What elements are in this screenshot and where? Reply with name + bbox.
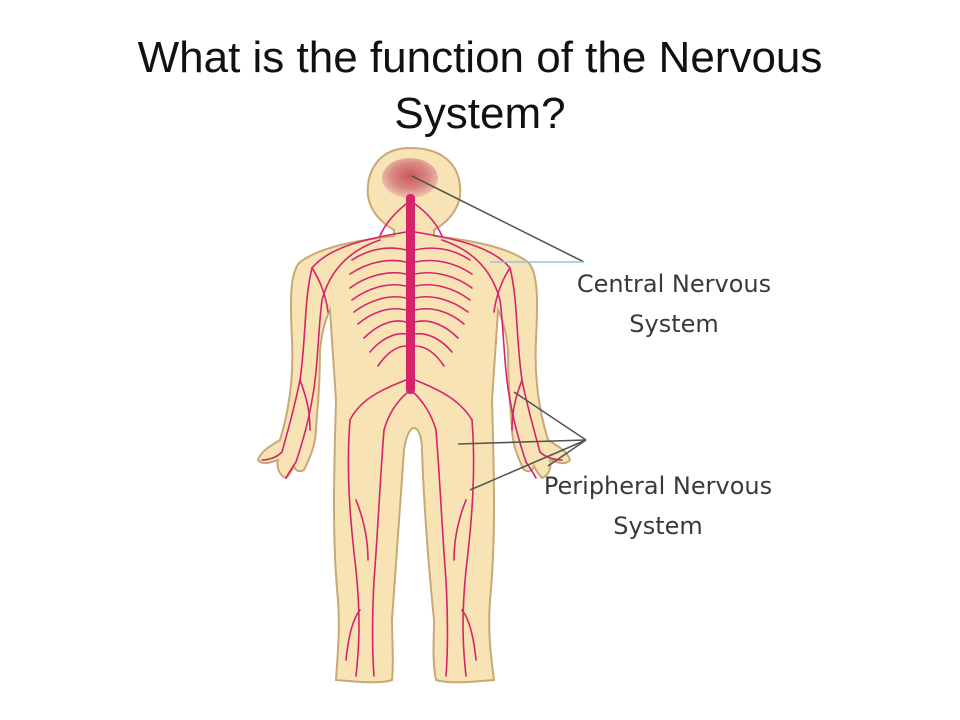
pns-label-line-1: Peripheral Nervous <box>544 472 772 500</box>
slide-title: What is the function of the Nervous Syst… <box>137 33 823 138</box>
peripheral-nerves <box>261 203 563 677</box>
cns-label-line-2: System <box>629 310 719 338</box>
pns-leader-hand <box>547 439 587 467</box>
pns-label-line-2: System <box>613 512 703 540</box>
pns-label: Peripheral Nervous System <box>544 472 772 540</box>
cns-label-line-1: Central Nervous <box>577 270 771 298</box>
body-outline <box>256 146 572 684</box>
pns-leader-thigh <box>457 439 587 445</box>
spinal-cord <box>406 194 415 394</box>
cns-label: Central Nervous System <box>577 270 771 338</box>
body-silhouette <box>256 146 572 684</box>
cns-leader-brain <box>411 175 585 263</box>
leader-lines <box>411 175 587 491</box>
brain <box>382 158 438 198</box>
pns-leader-leg <box>469 439 587 491</box>
pns-leader-arm <box>513 391 587 441</box>
